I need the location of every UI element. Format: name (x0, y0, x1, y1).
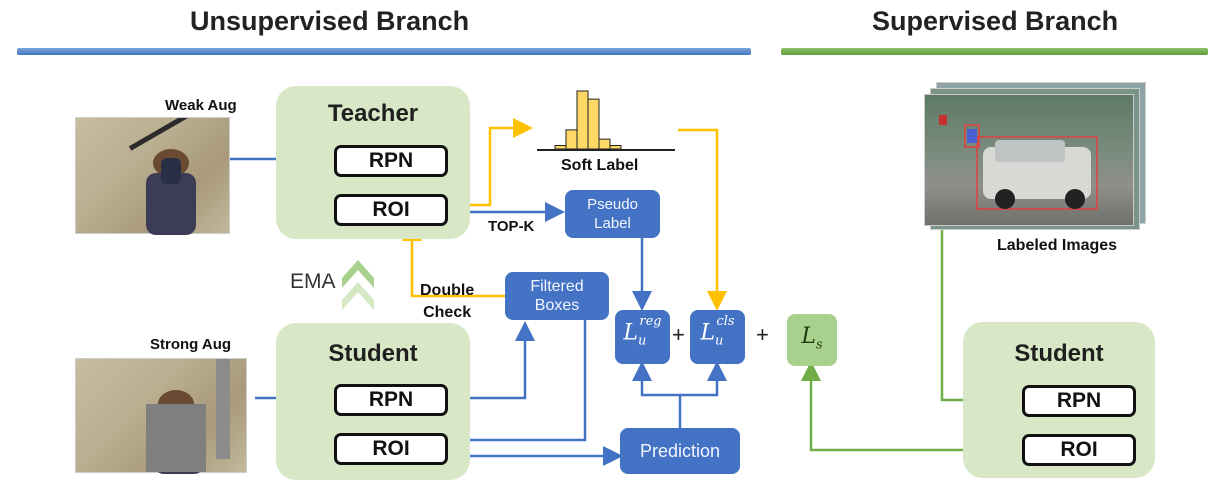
strong-aug-image (75, 358, 247, 474)
double-check-label: Double Check (420, 282, 475, 321)
arrow-double-check (402, 221, 505, 298)
ema-label: EMA (290, 270, 336, 293)
filtered-boxes-box: Filtered Boxes (505, 272, 609, 320)
pseudo-label-box: Pseudo Label (565, 190, 660, 238)
loss-s-sub: s (815, 337, 823, 353)
strong-aug-batter-icon (146, 359, 230, 474)
histogram-bar (609, 145, 622, 150)
arrow-prediction-to-lreg (632, 361, 682, 428)
supervised-branch-title: Supervised Branch (872, 6, 1119, 36)
student-sup-roi: ROI (1022, 434, 1136, 466)
arrow-student-rpn-to-filtered (450, 321, 535, 400)
student-sup-rpn: RPN (1022, 385, 1136, 417)
arrow-roi-to-soft-label (450, 118, 533, 207)
strong-aug-label: Strong Aug (150, 336, 232, 353)
histogram-bar (554, 145, 567, 150)
histogram-bar (565, 129, 578, 150)
weak-aug-image (75, 98, 230, 235)
student-sup-title: Student (1014, 340, 1104, 367)
baseball-batter-icon (128, 98, 214, 235)
arrow-prediction-to-lcls (680, 361, 727, 397)
soft-label-text: Soft Label (561, 157, 639, 174)
ema-up-chevrons-icon (342, 260, 374, 310)
unsupervised-branch-bar (17, 48, 751, 55)
top-k-label: TOP-K (488, 218, 535, 235)
arrow-soft-label-to-lcls (678, 128, 727, 311)
car-street-icon (939, 115, 1098, 210)
teacher-rpn: RPN (334, 145, 448, 177)
loss-reg-sup: reg (639, 314, 662, 329)
histogram-bar (576, 90, 589, 150)
loss-cls-sub: u (715, 333, 724, 349)
loss-cls-symbol: L (700, 320, 716, 346)
unsupervised-branch-title: Unsupervised Branch (190, 6, 470, 36)
student-roi: ROI (334, 433, 448, 465)
histogram-bar (587, 98, 600, 150)
loss-unsup-cls: Lu cls (690, 310, 745, 364)
student-rpn: RPN (334, 384, 448, 416)
loss-sup: Ls (787, 314, 837, 366)
loss-cls-sup: cls (716, 314, 735, 329)
labeled-image (924, 94, 1134, 226)
loss-reg-symbol: L (623, 320, 638, 346)
plus-sign-2: + (756, 322, 769, 347)
supervised-branch-bar (781, 48, 1208, 55)
arrow-student-roi-to-ls (801, 361, 1022, 452)
histogram-bar (598, 138, 611, 150)
soft-label-histogram (537, 90, 675, 151)
loss-reg-sub: u (638, 333, 647, 349)
teacher-title: Teacher (327, 100, 419, 127)
teacher-roi: ROI (334, 194, 448, 226)
student-title: Student (328, 340, 418, 367)
labeled-images-label: Labeled Images (997, 237, 1118, 254)
weak-aug-label: Weak Aug (165, 97, 237, 114)
loss-s-symbol: L (801, 324, 816, 349)
arrow-filtered-to-student-roi (449, 320, 587, 450)
prediction-box: Prediction (620, 428, 740, 474)
plus-sign: + (672, 322, 685, 347)
loss-unsup-reg: Lu reg (615, 310, 670, 364)
